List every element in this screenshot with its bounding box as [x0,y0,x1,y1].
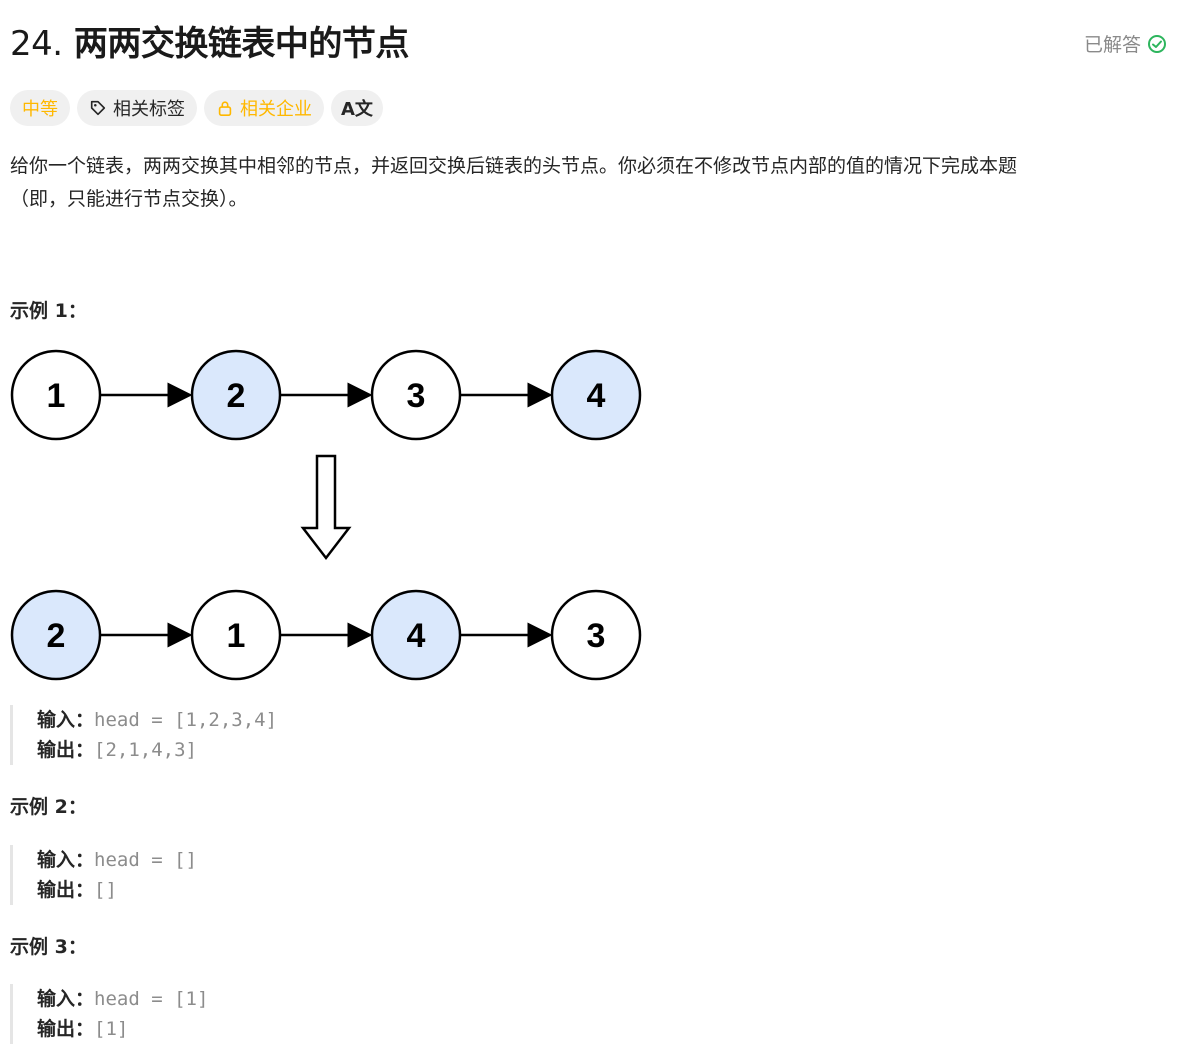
node-value: 2 [47,617,66,655]
check-circle-icon [1148,34,1166,53]
linked-list-diagram: 1 2 3 4 2 1 4 3 [10,349,642,681]
example-1-title: 示例 1： [10,300,87,322]
difficulty-badge[interactable]: 中等 [10,90,70,126]
example-3-title: 示例 3： [10,936,87,958]
lock-icon [218,101,232,117]
list-node [10,589,102,681]
list-before: 1 2 3 4 [10,349,642,441]
list-node [190,349,282,441]
down-arrow-icon [300,454,352,561]
title-row: 24. 两两交换链表中的节点 已解答 [10,20,1167,70]
output-value: [] [94,879,117,901]
output-label: 输出： [37,739,95,761]
input-label: 输入： [37,988,95,1010]
translate-button[interactable]: A文 [331,90,383,126]
related-companies-button[interactable]: 相关企业 [204,90,324,126]
list-node [370,349,462,441]
node-value: 1 [47,377,66,415]
node-value: 4 [587,377,606,415]
problem-name: 两两交换链表中的节点 [73,24,410,64]
input-value: head = [1] [94,988,209,1010]
output-value: [2,1,4,3] [94,739,197,761]
list-node [370,589,462,681]
node-value: 1 [227,617,246,655]
node-value: 2 [227,377,246,415]
output-value: [1] [94,1018,129,1040]
problem-title[interactable]: 24. 两两交换链表中的节点 [10,20,1167,68]
example-2-io: 输入：head = [] 输出：[] [10,845,197,905]
tag-bar: 中等 相关标签 相关企业 A文 [10,90,383,126]
difficulty-label: 中等 [22,99,58,120]
node-value: 3 [407,377,426,415]
related-tags-button[interactable]: 相关标签 [77,90,197,126]
problem-description: 给你一个链表，两两交换其中相邻的节点，并返回交换后链表的头节点。你必须在不修改节… [10,150,1140,216]
node-value: 3 [587,617,606,655]
list-node [550,349,642,441]
list-after: 2 1 4 3 [10,589,642,681]
example-2-title: 示例 2： [10,796,87,818]
example-3-io: 输入：head = [1] 输出：[1] [10,984,208,1044]
description-line-2: （即，只能进行节点交换）。 [10,188,248,210]
solved-label: 已解答 [1083,34,1141,56]
problem-number: 24. [10,24,63,64]
translate-icon: A文 [341,99,373,120]
input-label: 输入： [37,849,95,871]
node-value: 4 [407,617,426,655]
related-tags-label: 相关标签 [113,99,185,120]
input-value: head = [] [94,849,197,871]
list-node [10,349,102,441]
example-1-io: 输入：head = [1,2,3,4] 输出：[2,1,4,3] [10,705,277,765]
list-node [550,589,642,681]
tag-icon [90,100,106,116]
solved-status[interactable]: 已解答 [1084,30,1167,57]
output-label: 输出： [37,879,95,901]
list-node [190,589,282,681]
output-label: 输出： [37,1018,95,1040]
related-companies-label: 相关企业 [240,99,312,120]
description-line-1: 给你一个链表，两两交换其中相邻的节点，并返回交换后链表的头节点。你必须在不修改节… [10,155,1018,177]
input-label: 输入： [37,709,95,731]
input-value: head = [1,2,3,4] [94,709,278,731]
